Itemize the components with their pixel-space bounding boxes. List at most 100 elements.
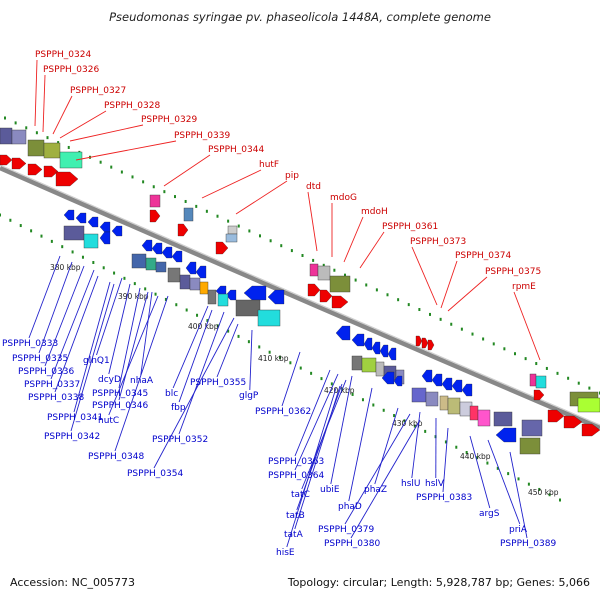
label-rpme[interactable]: rpmE (512, 282, 536, 292)
leader-line (108, 283, 131, 375)
label-args[interactable]: argS (479, 509, 500, 519)
label-pspph-0337[interactable]: PSPPH_0337 (24, 380, 80, 390)
label-mdoh[interactable]: mdoH (361, 207, 388, 217)
outer-tick-dot (248, 229, 251, 233)
label-blc[interactable]: blc (165, 389, 178, 399)
label-pip[interactable]: pip (285, 171, 299, 181)
label-pspph-0374[interactable]: PSPPH_0374 (455, 251, 511, 261)
leader-line (178, 309, 213, 403)
label-pspph-0348[interactable]: PSPPH_0348 (88, 452, 144, 462)
outer-tick-dot (312, 258, 315, 262)
inner-tick-dot (9, 218, 12, 222)
outer-tick-dot (4, 116, 6, 120)
reverse-gene-arrow (99, 221, 111, 233)
label-pspph-0361[interactable]: PSPPH_0361 (382, 222, 438, 232)
label-pspph-0354[interactable]: PSPPH_0354 (127, 469, 183, 479)
label-fbp[interactable]: fbp (171, 403, 186, 413)
label-pspph-0344[interactable]: PSPPH_0344 (208, 145, 264, 155)
label-hutf[interactable]: hutF (259, 160, 279, 170)
gene-block (27, 139, 45, 157)
label-hslu[interactable]: hslU (401, 479, 420, 489)
label-tatc[interactable]: tatC (291, 490, 310, 500)
map-title: Pseudomonas syringae pv. phaseolicola 14… (109, 10, 491, 24)
outer-tick-dot (99, 160, 102, 164)
label-ubie[interactable]: ubiE (320, 485, 340, 495)
label-glnq1[interactable]: glnQ1 (83, 356, 110, 366)
leader-line (509, 451, 528, 539)
label-pspph-0338[interactable]: PSPPH_0338 (28, 393, 84, 403)
inner-tick-dot (196, 313, 199, 317)
label-tata[interactable]: tatA (284, 530, 304, 540)
inner-tick-dot (548, 493, 551, 497)
label-pspph-0336[interactable]: PSPPH_0336 (18, 367, 74, 377)
outer-tick-dot (503, 347, 506, 351)
leader-line (54, 275, 99, 393)
inner-tick-dot (40, 234, 43, 238)
leader-line (44, 265, 85, 367)
label-pspph-0352[interactable]: PSPPH_0352 (152, 435, 208, 445)
tick-label-400-kbp: 400 kbp (188, 322, 219, 331)
label-pspph-0373[interactable]: PSPPH_0373 (410, 237, 466, 247)
label-pspph-0375[interactable]: PSPPH_0375 (485, 267, 541, 277)
forward-gene-arrow (547, 409, 565, 423)
forward-gene-arrow (43, 165, 59, 178)
label-phad[interactable]: phaD (338, 502, 362, 512)
leader-line (343, 216, 364, 263)
label-tatb[interactable]: tatB (286, 511, 305, 521)
label-pspph-0335[interactable]: PSPPH_0335 (12, 354, 68, 364)
inner-tick-dot (154, 292, 157, 296)
label-pspph-0328[interactable]: PSPPH_0328 (104, 101, 160, 111)
label-pspph-0333[interactable]: PSPPH_0333 (2, 339, 58, 349)
label-hslv[interactable]: hslV (425, 479, 445, 489)
label-pspph-0339[interactable]: PSPPH_0339 (174, 131, 230, 141)
label-pspph-0389[interactable]: PSPPH_0389 (500, 539, 556, 549)
label-pspph-0355[interactable]: PSPPH_0355 (190, 378, 246, 388)
label-pria[interactable]: priA (509, 525, 528, 535)
label-pspph-0341[interactable]: PSPPH_0341 (47, 413, 103, 423)
inner-tick-dot (206, 319, 209, 323)
gene-block (425, 391, 439, 407)
label-pspph-0327[interactable]: PSPPH_0327 (70, 86, 126, 96)
leader-line (96, 277, 123, 356)
gene-block (145, 257, 157, 271)
outer-tick-dot (322, 263, 325, 267)
leader-line (34, 59, 38, 127)
label-phaz[interactable]: phaZ (364, 485, 387, 495)
label-lines (28, 59, 541, 548)
label-pspph-0342[interactable]: PSPPH_0342 (44, 432, 100, 442)
reverse-gene-arrow (431, 373, 443, 387)
label-pspph-0363[interactable]: PSPPH_0363 (268, 457, 324, 467)
label-hise[interactable]: hisE (276, 548, 295, 558)
outer-tick-dot (152, 185, 155, 189)
label-nhaa[interactable]: nhaA (130, 376, 154, 386)
outer-tick-dot (514, 352, 516, 356)
label-pspph-0364[interactable]: PSPPH_0364 (268, 471, 324, 481)
inner-tick-dot (455, 445, 458, 449)
inner-tick-dot (247, 340, 250, 344)
label-pspph-0379[interactable]: PSPPH_0379 (318, 525, 374, 535)
label-pspph-0346[interactable]: PSPPH_0346 (92, 401, 148, 411)
label-pspph-0362[interactable]: PSPPH_0362 (255, 407, 311, 417)
label-pspph-0383[interactable]: PSPPH_0383 (416, 493, 472, 503)
reverse-gene-arrow (63, 209, 75, 221)
gene-block (131, 253, 147, 269)
outer-tick-dot (567, 376, 570, 380)
label-pspph-0326[interactable]: PSPPH_0326 (43, 65, 99, 75)
reverse-gene-arrow (151, 242, 163, 255)
label-pspph-0345[interactable]: PSPPH_0345 (92, 389, 148, 399)
label-hutc[interactable]: hutC (98, 416, 119, 426)
leader-line (447, 276, 488, 312)
label-glgp[interactable]: glgP (239, 391, 259, 401)
label-dcyd[interactable]: dcyD (98, 375, 121, 385)
label-dtd[interactable]: dtd (306, 182, 321, 192)
reverse-gene-arrow (161, 246, 173, 259)
inner-tick-dot (81, 255, 84, 259)
label-pspph-0380[interactable]: PSPPH_0380 (324, 539, 380, 549)
inner-tick-dot (382, 408, 385, 412)
inner-tick-dot (496, 466, 499, 470)
outer-tick-dot (397, 298, 400, 302)
label-mdog[interactable]: mdoG (330, 193, 357, 203)
label-pspph-0324[interactable]: PSPPH_0324 (35, 50, 91, 60)
label-pspph-0329[interactable]: PSPPH_0329 (141, 115, 197, 125)
leader-line (513, 291, 541, 361)
